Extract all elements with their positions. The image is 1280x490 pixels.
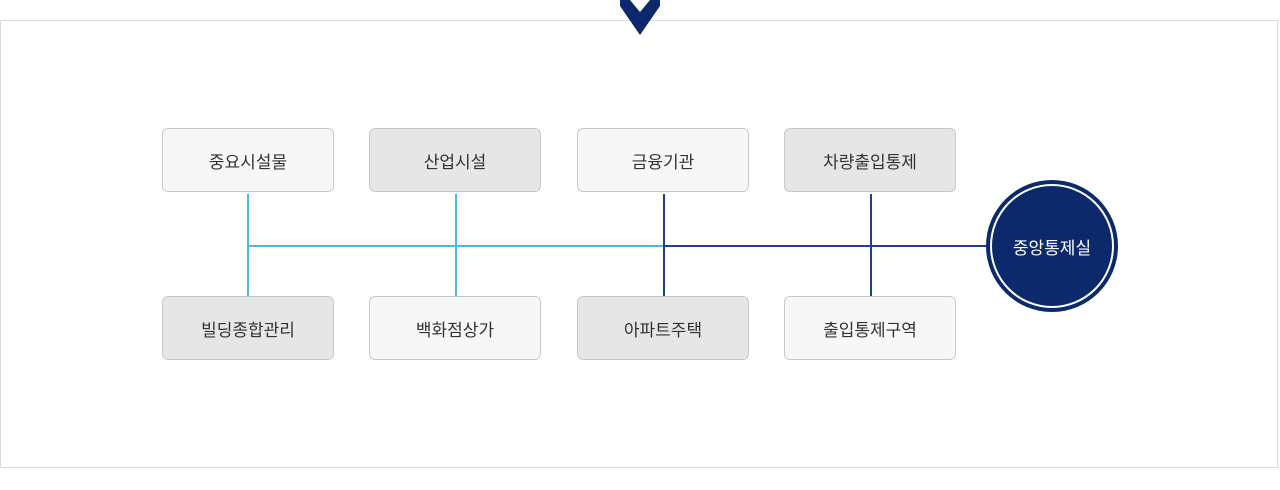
node-bottom-2[interactable]: 백화점상가	[369, 296, 541, 360]
central-control-hub[interactable]: 중앙통제실	[986, 180, 1118, 312]
node-bottom-4[interactable]: 출입통제구역	[784, 296, 956, 360]
node-label: 아파트주택	[623, 320, 703, 341]
node-label: 금융기관	[631, 152, 695, 173]
chevron-down-icon	[620, 0, 660, 35]
node-label: 중요시설물	[208, 152, 288, 173]
node-label: 빌딩종합관리	[201, 320, 295, 341]
node-top-2[interactable]: 산업시설	[369, 128, 541, 192]
node-label: 차량출입통제	[823, 152, 917, 173]
node-label: 산업시설	[423, 152, 487, 173]
hub-ring: 중앙통제실	[990, 184, 1114, 308]
node-top-4[interactable]: 차량출입통제	[784, 128, 956, 192]
node-bottom-1[interactable]: 빌딩종합관리	[162, 296, 334, 360]
node-top-1[interactable]: 중요시설물	[162, 128, 334, 192]
hub-label: 중앙통제실	[1012, 238, 1092, 259]
node-bottom-3[interactable]: 아파트주택	[577, 296, 749, 360]
node-label: 백화점상가	[415, 320, 495, 341]
node-label: 출입통제구역	[823, 320, 917, 341]
node-top-3[interactable]: 금융기관	[577, 128, 749, 192]
